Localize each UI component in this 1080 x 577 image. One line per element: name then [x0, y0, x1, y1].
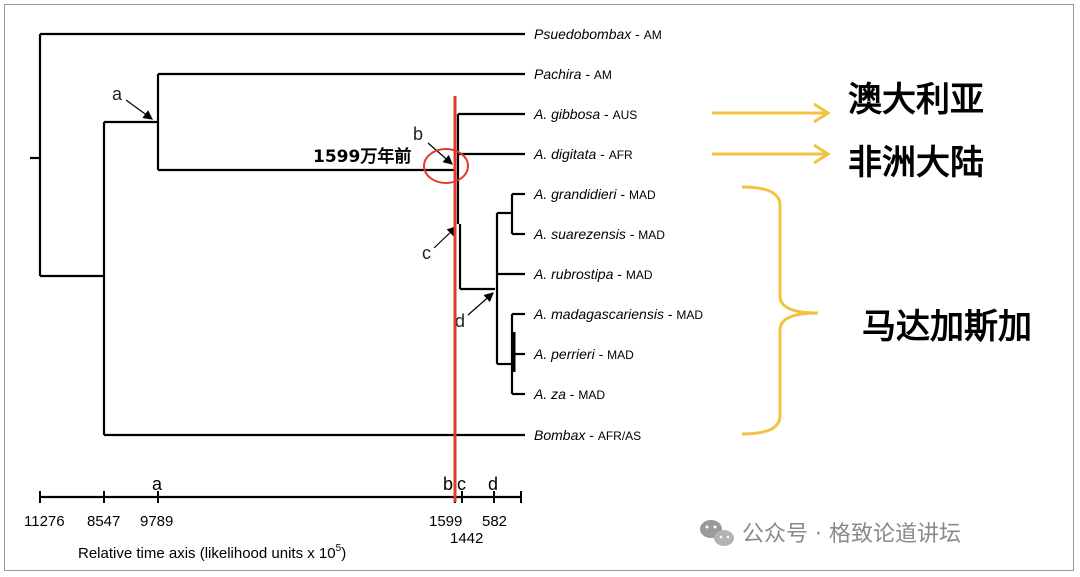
node-c-pointer	[433, 226, 457, 249]
node-letter-a: a	[112, 84, 123, 104]
taxon-labels: Psuedobombax - AM Pachira - AM A. gibbos…	[533, 26, 703, 443]
taxon-label: Bombax - AFR/AS	[534, 427, 641, 443]
taxon-label: A. gibbosa - AUS	[533, 106, 637, 122]
node-callouts: a b c d	[112, 84, 494, 331]
taxon-label: A. perrieri - MAD	[533, 346, 634, 362]
axis-value: 9789	[140, 513, 173, 530]
tree-branches	[30, 32, 525, 437]
time-axis: a b c d 11276 8547 9789 1599 1442 582 Re…	[24, 474, 522, 562]
axis-value: 582	[482, 513, 507, 530]
region-label-australia: 澳大利亚	[848, 80, 984, 120]
node-letter-d: d	[455, 311, 465, 331]
node-d-pointer	[467, 292, 494, 316]
taxon-label: A. digitata - AFR	[533, 146, 633, 162]
axis-value: 8547	[87, 513, 120, 530]
arrow-head-australia	[813, 102, 831, 124]
madagascar-brace	[741, 185, 819, 436]
watermark-text: 公众号 · 格致论道讲坛	[742, 522, 961, 547]
taxon-label: A. madagascariensis - MAD	[533, 306, 703, 322]
divergence-node-circle	[423, 148, 469, 184]
figure-frame	[4, 4, 1074, 571]
region-label-africa: 非洲大陆	[848, 143, 984, 183]
node-a-pointer	[125, 99, 153, 120]
axis-value: 11276	[24, 513, 65, 530]
node-b-pointer	[427, 142, 453, 165]
axis-title: Relative time axis (likelihood units x 1…	[78, 543, 346, 562]
watermark: 公众号 · 格致论道讲坛	[700, 520, 961, 547]
wechat-icon	[700, 520, 734, 546]
arrow-head-africa	[813, 143, 831, 165]
taxon-label: A. za - MAD	[533, 386, 605, 402]
axis-marker-d: d	[488, 474, 498, 494]
taxon-label: A. grandidieri - MAD	[533, 186, 656, 202]
node-letter-b: b	[413, 124, 423, 144]
axis-value: 1599	[429, 513, 462, 530]
axis-marker-c: c	[457, 474, 466, 494]
taxon-label: Pachira - AM	[534, 66, 612, 82]
region-callouts	[712, 102, 831, 436]
taxon-label: A. suarezensis - MAD	[533, 226, 665, 242]
taxon-label: Psuedobombax - AM	[534, 26, 662, 42]
axis-value: 1442	[450, 530, 483, 547]
axis-marker-a: a	[152, 474, 163, 494]
divergence-date-label: 1599万年前	[313, 146, 411, 167]
axis-marker-b: b	[443, 474, 453, 494]
taxon-label: A. rubrostipa - MAD	[533, 266, 653, 282]
node-letter-c: c	[422, 243, 431, 263]
region-label-madagascar: 马达加斯加	[862, 307, 1032, 347]
